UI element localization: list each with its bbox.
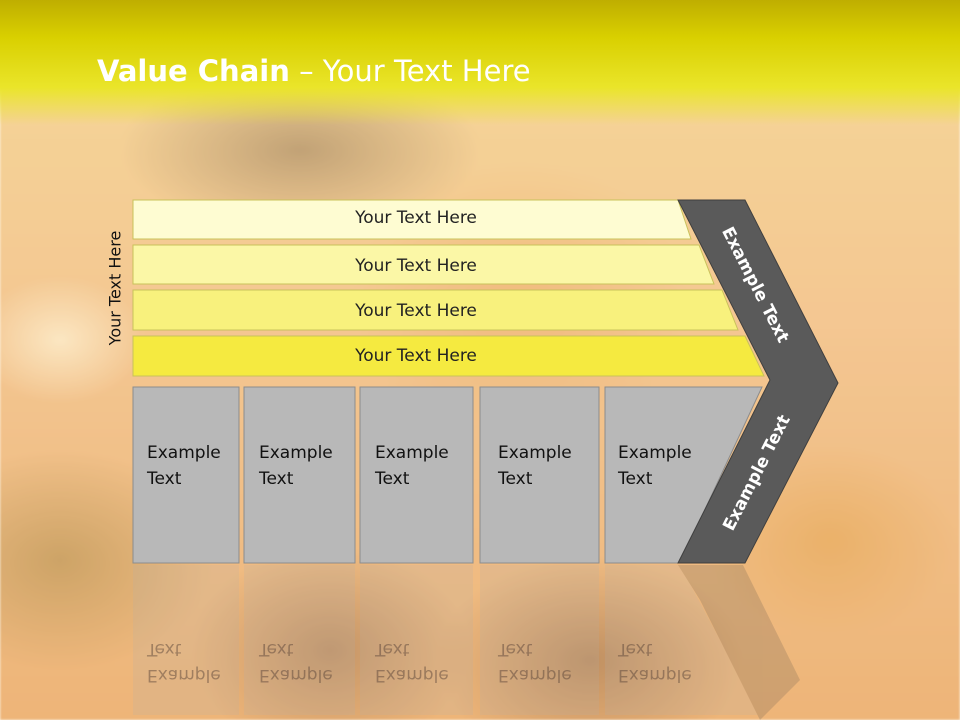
column-reflection-3 [360,565,473,715]
bar-label-2: Your Text Here [355,256,477,276]
bar-4 [132,335,765,377]
reflection-text-3: Example Text [375,636,449,688]
reflection-text-1-line2: Text [147,639,182,659]
bar-1 [132,199,692,240]
bar-label-1: Your Text Here [355,208,477,228]
column-label-4-line2: Text [498,469,533,489]
column-label-4-line1: Example [498,443,572,463]
column-label-3-line1: Example [375,443,449,463]
chevron-shape [677,199,839,564]
reflection-text-1-line1: Example [147,665,221,685]
chevron-reflection [678,565,800,720]
reflection-text-3-line2: Text [375,639,410,659]
column-3 [359,386,474,564]
column-label-5-line2: Text [618,469,653,489]
reflection-text-2-line2: Text [259,639,294,659]
reflection-text-4: Example Text [498,636,572,688]
reflection-text-2-line1: Example [259,665,333,685]
slide-title: Value Chain – Your Text Here [97,54,531,88]
title-bar [0,0,960,125]
reflection-text-4-line1: Example [498,665,572,685]
column-reflection-4 [480,565,599,715]
column-label-5-line1: Example [618,443,692,463]
reflection-text-1: Example Text [147,636,221,688]
reflection-text-5: Example Text [618,636,692,688]
bar-3 [132,289,739,331]
column-label-1-line1: Example [147,443,221,463]
column-label-3-line2: Text [375,469,410,489]
title-bold: Value Chain [97,54,290,88]
reflection-text-5-line1: Example [618,665,692,685]
column-1 [132,386,240,564]
reflection-text-4-line2: Text [498,639,533,659]
bar-label-3: Your Text Here [355,301,477,321]
reflection-text-2: Example Text [259,636,333,688]
column-2 [243,386,356,564]
column-reflection-1 [133,565,239,715]
column-reflection-2 [244,565,355,715]
bar-label-4: Your Text Here [355,346,477,366]
reflection-text-5-line2: Text [618,639,653,659]
column-4 [479,386,600,564]
reflection-group [133,565,800,720]
title-rest: – Your Text Here [289,54,531,88]
column-label-2-line1: Example [259,443,333,463]
column-label-1-line2: Text [147,469,182,489]
column-label-2-line2: Text [259,469,294,489]
reflection-text-3-line1: Example [375,665,449,685]
bar-2 [132,244,715,285]
column-reflection-5 [605,565,760,715]
